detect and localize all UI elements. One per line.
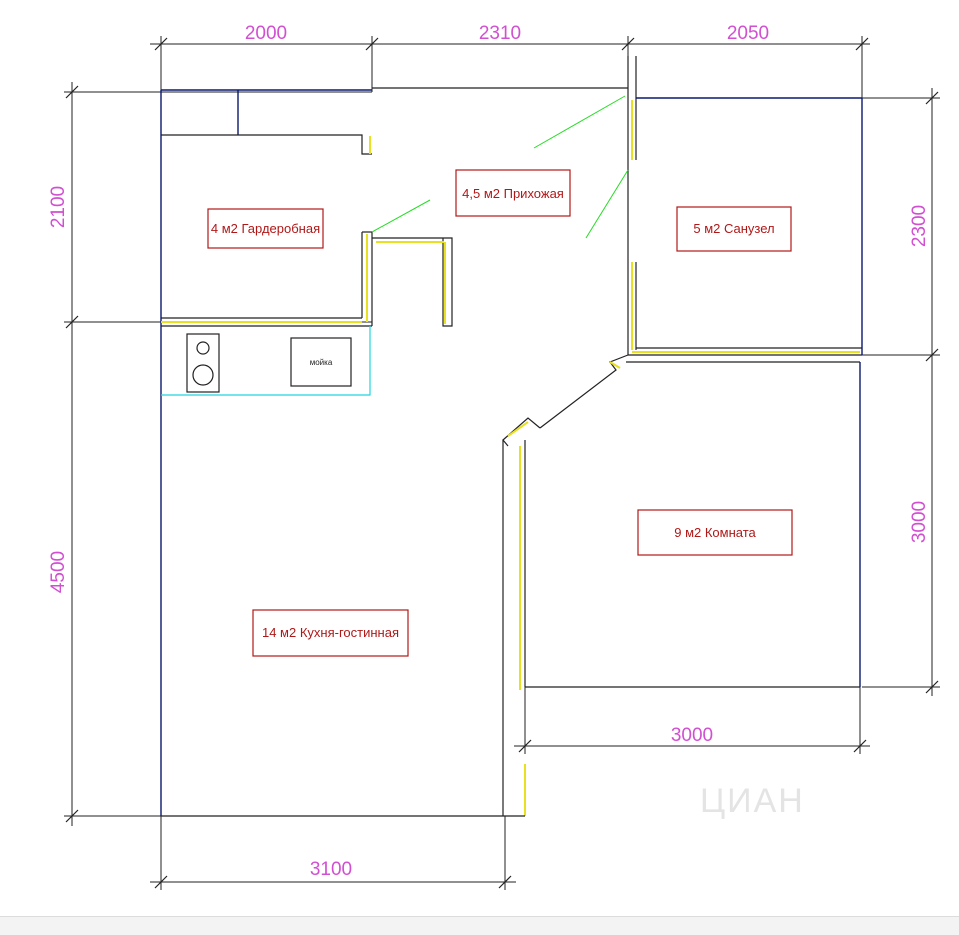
hallway-label: 4,5 м2 Прихожая [462,186,564,201]
floor-plan: ЦИАН [48,23,940,890]
dimension-top-1: 2000 [245,23,287,44]
sink-icon [290,337,352,387]
dimension-left-bottom: 4500 [48,551,69,593]
dimension-right-top: 2300 [909,205,930,247]
dimension-left-top: 2100 [48,186,69,228]
wardrobe-label: 4 м2 Гардеробная [211,221,320,236]
door-swings [371,95,629,239]
dimension-top-2: 2310 [479,23,521,44]
dimension-room-width: 3000 [671,725,713,746]
footer-bar [0,916,959,935]
hallway-label-box [455,169,571,217]
bathroom-label-box [676,206,792,252]
dimension-bottom: 3100 [310,859,352,880]
dimension-lines [64,36,940,890]
kitchen-label: 14 м2 Кухня-гостинная [262,625,399,640]
kitchen-counter [161,326,371,396]
sink-label: мойка [310,358,333,367]
watermark-text: ЦИАН [700,782,805,820]
dimension-right-bottom: 3000 [909,501,930,543]
wardrobe-label-box [207,208,324,249]
dimension-top-3: 2050 [727,23,769,44]
room-label: 9 м2 Комната [674,525,756,540]
room-label-box [637,509,793,556]
walls [160,56,863,817]
stove-icon [186,333,220,393]
kitchen-label-box [252,609,409,657]
bathroom-label: 5 м2 Санузел [693,221,774,236]
